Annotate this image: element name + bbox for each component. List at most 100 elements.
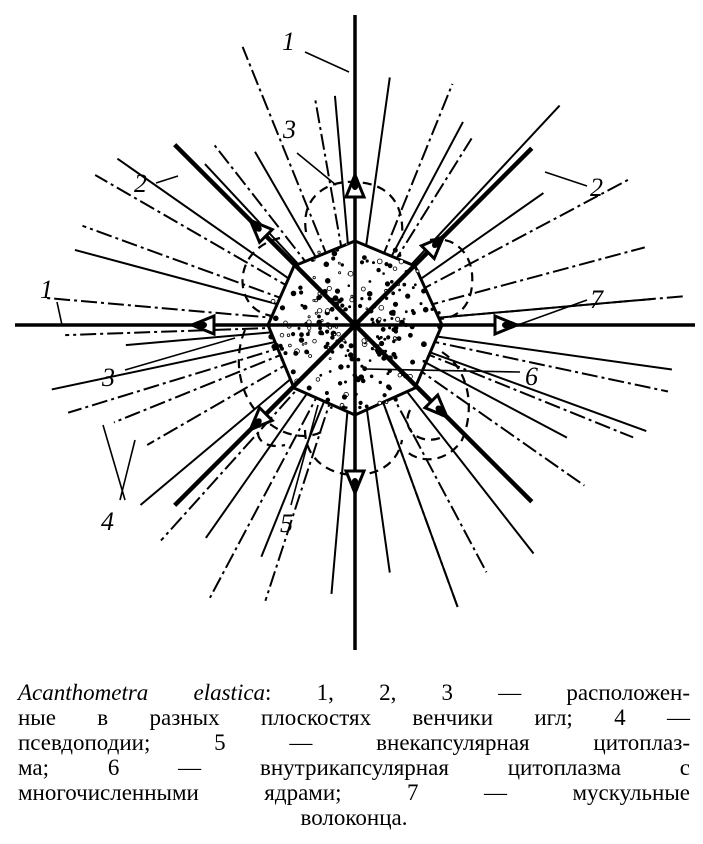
nucleus-dot: [340, 263, 344, 267]
caption-line-6: волоконца.: [300, 805, 408, 830]
nucleus-dot: [390, 316, 394, 320]
nucleus-dot: [339, 343, 344, 349]
nucleus-dot: [379, 335, 383, 339]
caption-line-1-text: : 1, 2, 3 — расположен-: [265, 680, 690, 705]
caption-species-name: Acanthometra elastica: [18, 680, 266, 705]
nucleus-dot: [410, 359, 416, 365]
caption-line-3: псевдоподии; 5 — внекапсулярная цитоплаз…: [18, 730, 690, 755]
nucleus-dot: [392, 336, 397, 341]
radial-line: [254, 151, 326, 274]
pseudopod: [380, 83, 454, 261]
nucleus-dot: [368, 280, 372, 283]
nucleus-dot: [402, 282, 407, 287]
nucleus-dot: [290, 369, 296, 375]
nucleus-dot: [330, 335, 335, 340]
nucleus-dot: [394, 328, 398, 332]
nucleus-dot: [272, 309, 276, 313]
pseudopod: [146, 359, 295, 446]
pseudopod: [241, 46, 330, 261]
nucleus-dot: [279, 346, 284, 351]
nucleus-dot: [328, 370, 332, 373]
nucleus-dot: [345, 242, 349, 246]
nucleus-dot: [383, 318, 387, 322]
nucleus-dot: [377, 337, 381, 341]
nucleus-dot: [393, 397, 398, 402]
nucleus-dot: [331, 250, 338, 257]
nucleus-dot: [293, 350, 299, 356]
nucleus-dot: [274, 342, 279, 348]
nucleus-dot: [312, 275, 316, 280]
nucleus-dot: [384, 261, 389, 267]
nucleus-dot: [385, 384, 391, 390]
radial-line: [362, 384, 391, 573]
nucleus-dot: [404, 310, 408, 314]
nucleus-dot: [347, 284, 351, 288]
radial-line: [260, 380, 334, 558]
nucleus-dot: [310, 258, 315, 262]
nucleus-dot: [337, 298, 343, 304]
myoneme-fill: [351, 176, 359, 190]
nucleus-dot: [358, 405, 362, 410]
nucleus-dot: [323, 344, 328, 349]
nucleus-dot: [280, 357, 284, 362]
radial-line: [414, 332, 673, 371]
myoneme-fill: [351, 478, 359, 492]
nucleus-dot: [376, 267, 381, 273]
caption-line-5: многочисленными ядрами; 7 — мускульные: [18, 780, 690, 805]
pseudopod: [65, 326, 286, 337]
nucleus-dot: [365, 259, 369, 263]
radial-line: [374, 381, 459, 608]
nucleus-dot: [308, 354, 313, 358]
radial-line: [330, 384, 351, 595]
nucleus-dot: [317, 250, 321, 254]
nucleus-dot: [360, 286, 366, 292]
nucleus-dot: [388, 326, 392, 330]
leader-lines: [56, 51, 588, 506]
nucleus-dot: [392, 301, 399, 307]
nucleus-dot: [305, 350, 310, 355]
nucleus-dot: [307, 315, 311, 319]
nucleus-dot: [319, 373, 323, 377]
nucleus-dot: [312, 339, 317, 344]
nucleus-dot: [392, 266, 398, 271]
label-5: 5: [280, 509, 293, 538]
nucleus-dot: [306, 385, 312, 391]
nucleus-dot: [299, 332, 304, 338]
nucleus-dot: [377, 316, 382, 322]
nucleus-dot: [298, 290, 304, 295]
nucleus-dot: [358, 374, 365, 381]
radial-line: [391, 371, 535, 555]
myonemes: [188, 171, 521, 497]
nucleus-dot: [395, 316, 401, 322]
nucleus-dot: [430, 307, 434, 311]
radial-line: [125, 329, 296, 347]
nucleus-dot: [413, 283, 417, 287]
nucleus-dot: [324, 329, 330, 334]
nucleus-dot: [376, 258, 383, 265]
nucleus-dot: [305, 332, 310, 337]
radial-line: [414, 297, 654, 321]
nucleus-dot: [398, 259, 404, 265]
nucleus-dot: [334, 288, 341, 294]
label-3-left: 3: [101, 363, 115, 392]
nucleus-dot: [338, 271, 342, 275]
nucleus-dot: [361, 255, 367, 261]
nucleus-dot: [317, 308, 323, 314]
nucleus-dot: [398, 288, 402, 292]
nucleus-dot: [290, 331, 296, 337]
nucleus-dot: [342, 339, 346, 343]
nucleus-dot: [302, 304, 308, 310]
nucleus-dot: [343, 380, 347, 384]
nucleus-dot: [315, 377, 321, 382]
nucleus-dot: [307, 330, 311, 333]
caption-line-1: Acanthometra elastica: 1, 2, 3 — располо…: [18, 680, 690, 705]
nucleus-dot: [338, 364, 344, 370]
nucleus-dot: [365, 307, 369, 311]
nucleus-dot: [419, 302, 423, 306]
pseudopod: [82, 224, 290, 302]
nucleus-dot: [348, 343, 354, 349]
nucleus-dot: [344, 354, 348, 358]
nucleus-dot: [328, 357, 332, 361]
nucleus-dot: [300, 303, 304, 307]
pseudopod: [422, 246, 646, 308]
